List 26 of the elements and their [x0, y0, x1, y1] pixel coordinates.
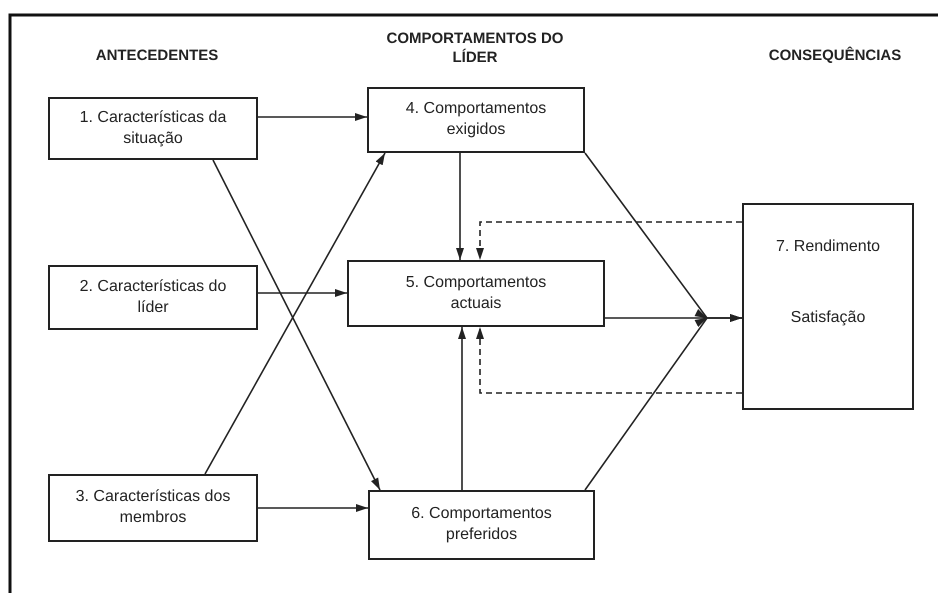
process-box: [48, 474, 258, 542]
process-box: [48, 97, 258, 160]
process-box: [368, 490, 595, 560]
column-heading: ANTECEDENTES: [94, 47, 220, 66]
arrow: [258, 289, 347, 297]
process-box: [48, 265, 258, 330]
box-text: 7. Rendimento: [774, 237, 882, 257]
arrow: [258, 504, 368, 512]
box-text: 5. Comportamentos actuais: [404, 272, 548, 314]
arrow: [458, 327, 466, 490]
box-text: 3. Características dos membros: [74, 487, 232, 528]
arrow: [584, 314, 742, 490]
column-heading: CONSEQUÊNCIAS: [768, 47, 902, 66]
box-text: Satisfação: [790, 308, 866, 328]
arrow: [456, 153, 464, 260]
box-text: 1. Características da situação: [78, 108, 228, 148]
process-box: [367, 87, 585, 153]
box-text: 4. Comportamentos exigidos: [404, 99, 548, 140]
dashed-feedback-arrow: [476, 221, 742, 260]
arrow: [258, 113, 367, 121]
box-text: 6. Comportamentos preferidos: [410, 504, 553, 545]
dashed-feedback-arrow: [476, 327, 742, 394]
column-heading: COMPORTAMENTOS DO LÍDER: [386, 30, 564, 68]
box-text: 2. Características do líder: [78, 276, 228, 318]
process-box: [742, 203, 914, 410]
process-box: [347, 260, 605, 327]
